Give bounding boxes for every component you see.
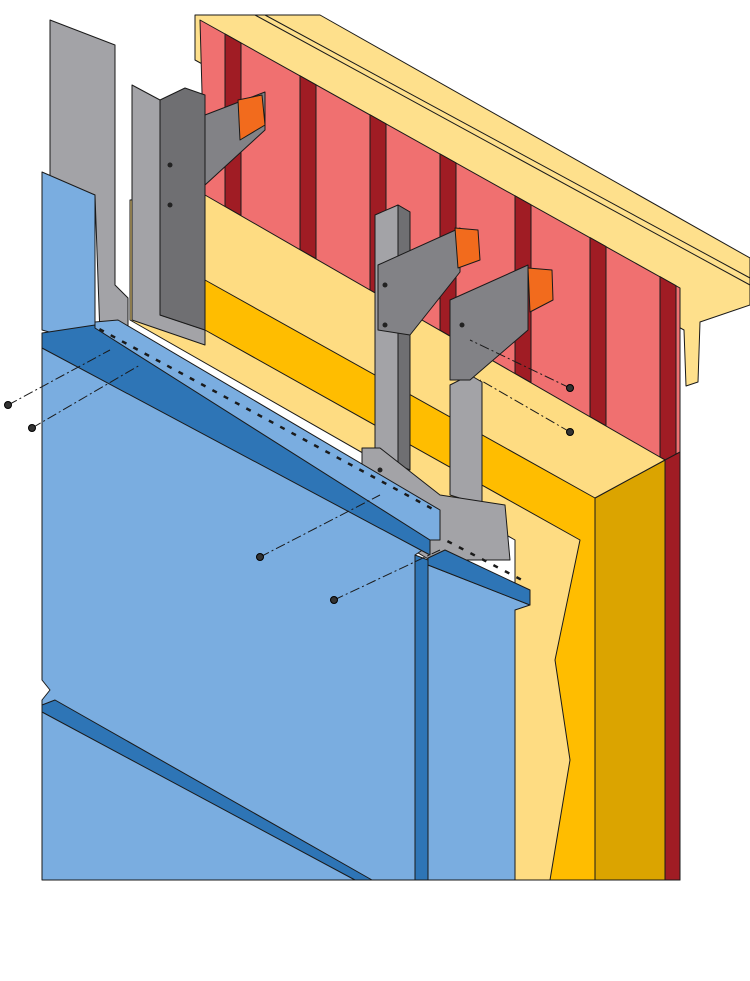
perforation bbox=[279, 425, 286, 431]
perforation bbox=[415, 498, 421, 504]
screw-icon bbox=[566, 384, 574, 392]
perforation bbox=[268, 419, 274, 425]
perforation bbox=[166, 364, 173, 370]
perforation bbox=[110, 334, 116, 339]
rivet-icon bbox=[377, 467, 383, 473]
fasteners bbox=[4, 162, 574, 604]
perforation bbox=[189, 376, 195, 382]
right-panel-top-edge bbox=[427, 549, 531, 606]
thermal-pad bbox=[527, 267, 554, 313]
rivet-icon bbox=[382, 282, 388, 288]
perforation bbox=[132, 346, 139, 351]
upper-left-panel bbox=[41, 171, 96, 346]
screw-icon bbox=[566, 428, 574, 436]
corrugated-rib bbox=[299, 75, 317, 260]
perforation bbox=[155, 358, 161, 364]
panel-perforated-flange bbox=[94, 319, 441, 541]
flange-perforations bbox=[98, 328, 522, 581]
perforation bbox=[245, 407, 252, 412]
vertical-rail-web bbox=[159, 87, 206, 331]
beam-groove bbox=[264, 14, 750, 279]
fastener-axis-line bbox=[31, 364, 141, 429]
perforation bbox=[370, 474, 376, 479]
corrugated-rib bbox=[589, 237, 607, 427]
panel-vertical-joint bbox=[414, 554, 429, 881]
perforation bbox=[234, 401, 241, 406]
perforation bbox=[144, 352, 150, 357]
vertical-rail-middle-web bbox=[397, 204, 411, 471]
fastener-axis-line bbox=[259, 494, 381, 558]
screw-icon bbox=[28, 424, 36, 432]
perforation bbox=[504, 570, 510, 575]
perforation bbox=[492, 564, 499, 569]
perforation bbox=[223, 395, 229, 400]
perforation bbox=[324, 450, 331, 455]
perforation bbox=[302, 437, 308, 443]
screw-icon bbox=[4, 401, 12, 409]
wall-bracket bbox=[449, 264, 529, 381]
perforation bbox=[347, 462, 354, 467]
corrugated-rib bbox=[664, 451, 681, 881]
perforation bbox=[358, 468, 365, 473]
perforation bbox=[481, 558, 487, 563]
main-panel-top-edge bbox=[41, 324, 431, 556]
perforation bbox=[200, 382, 207, 388]
perforation bbox=[121, 340, 128, 345]
perforation bbox=[446, 540, 453, 545]
beam-groove bbox=[254, 14, 750, 286]
perforation bbox=[290, 431, 297, 437]
rivet-icon bbox=[459, 322, 465, 328]
perforation bbox=[98, 328, 105, 333]
perforation bbox=[177, 370, 184, 376]
fastener-axis-line bbox=[7, 349, 111, 406]
thermal-pad bbox=[454, 227, 481, 269]
insulation-side-face bbox=[594, 459, 666, 881]
wall-bracket bbox=[377, 227, 461, 336]
perforation bbox=[458, 546, 464, 551]
perforation bbox=[336, 456, 342, 461]
perforation bbox=[469, 552, 476, 557]
lower-panel-joint bbox=[41, 699, 373, 881]
thermal-pad bbox=[237, 94, 266, 141]
rivet-icon bbox=[382, 322, 388, 328]
screw-icon bbox=[256, 553, 264, 561]
perforation bbox=[426, 504, 433, 510]
right-panel bbox=[427, 564, 531, 881]
perforation bbox=[257, 413, 263, 418]
perforation bbox=[515, 576, 522, 581]
perforation bbox=[381, 480, 387, 486]
screw-icon bbox=[330, 596, 338, 604]
vertical-rail-right bbox=[449, 374, 483, 506]
rivet-icon bbox=[167, 162, 173, 168]
fastener-axis-line bbox=[469, 339, 571, 389]
perforation bbox=[403, 492, 410, 498]
fastener-axis-line bbox=[333, 549, 441, 601]
perforation bbox=[313, 443, 320, 449]
rivet-icon bbox=[167, 202, 173, 208]
perforation bbox=[392, 486, 399, 492]
corrugated-rib bbox=[659, 276, 677, 467]
fastener-axis-line bbox=[479, 379, 571, 433]
perforation bbox=[211, 389, 218, 394]
